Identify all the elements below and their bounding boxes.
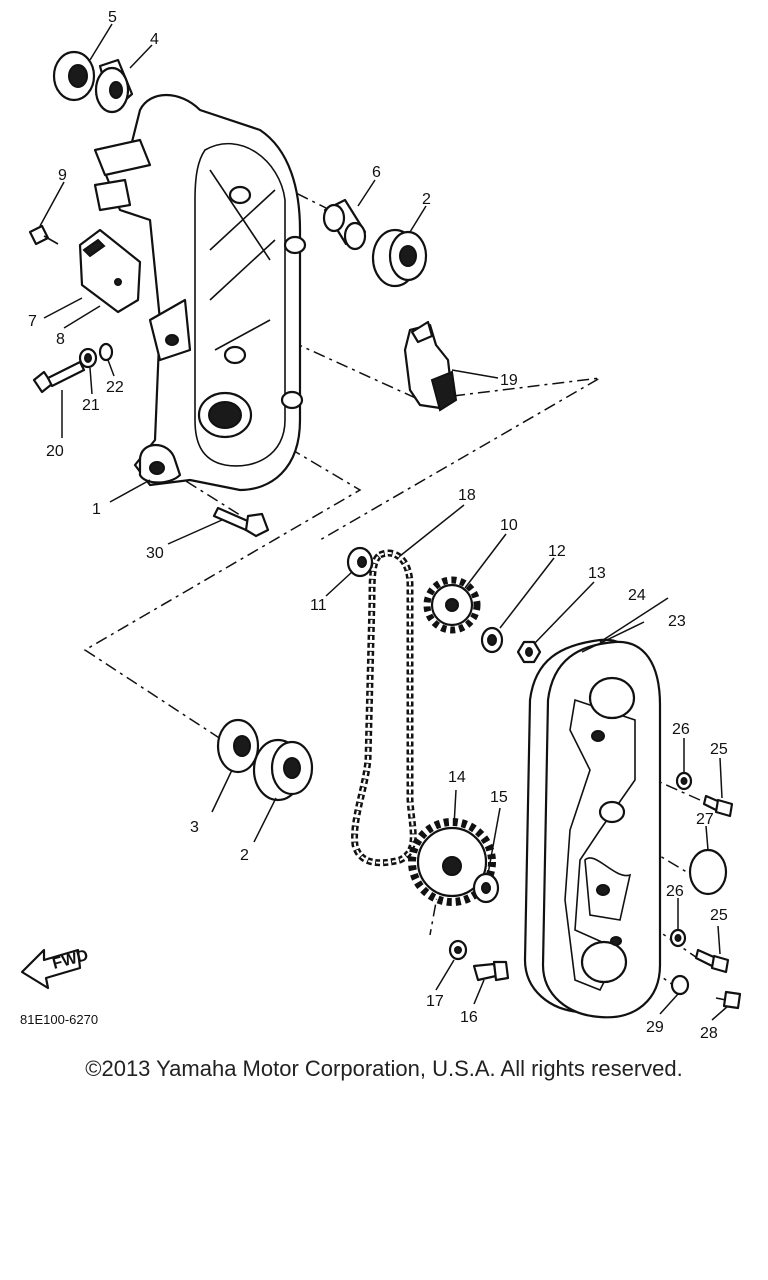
callout-30: 30 <box>146 545 164 562</box>
callout-1: 1 <box>92 501 101 518</box>
callout-22: 22 <box>106 379 124 396</box>
part-25-bolt-a <box>702 794 734 818</box>
part-2-bearing-top <box>371 228 428 288</box>
part-12-washer <box>480 626 504 654</box>
callout-numbers: 5 4 6 2 9 7 8 19 20 21 22 1 30 18 10 11 … <box>28 9 728 1042</box>
part-26-washer-b <box>669 928 687 948</box>
callout-27: 27 <box>696 811 714 828</box>
part-16-bolt <box>472 960 510 982</box>
callout-5: 5 <box>108 9 117 26</box>
part-4-bearing <box>94 58 134 114</box>
callout-11: 11 <box>310 597 327 614</box>
part-28-bolt <box>715 990 742 1010</box>
callout-24: 24 <box>628 587 646 604</box>
part-26-washer-a <box>675 771 693 791</box>
callout-21: 21 <box>82 397 100 414</box>
part-9-screw <box>28 224 59 246</box>
callout-25-b: 25 <box>710 907 728 924</box>
part-3-oil-seal <box>216 718 260 774</box>
callout-13: 13 <box>588 565 606 582</box>
callout-26-b: 26 <box>666 883 684 900</box>
part-13-nut <box>516 640 542 664</box>
callout-29: 29 <box>646 1019 664 1036</box>
callout-26-a: 26 <box>672 721 690 738</box>
part-19-tensioner <box>403 320 458 412</box>
part-7-8-brake-pad <box>78 228 142 314</box>
callout-9: 9 <box>58 167 67 184</box>
callout-14: 14 <box>448 769 466 786</box>
callout-25-a: 25 <box>710 741 728 758</box>
part-21-lock-washer <box>78 347 98 369</box>
part-18-drive-chain <box>351 549 417 867</box>
callout-16: 16 <box>460 1009 478 1026</box>
part-25-bolt-b <box>694 948 730 974</box>
part-23-chain-case-cover <box>541 640 662 1019</box>
part-30-bolt <box>212 506 270 538</box>
callout-7: 7 <box>28 313 37 330</box>
copyright-notice: ©2013 Yamaha Motor Corporation, U.S.A. A… <box>85 1056 683 1081</box>
callout-17: 17 <box>426 993 444 1010</box>
callout-19: 19 <box>500 372 518 389</box>
callout-12: 12 <box>548 543 566 560</box>
callout-8: 8 <box>56 331 65 348</box>
callout-10: 10 <box>500 517 518 534</box>
part-27-plug <box>688 848 728 896</box>
callout-3: 3 <box>190 819 199 836</box>
callout-2-bottom: 2 <box>240 847 249 864</box>
fwd-arrow-icon: FWD <box>20 947 90 990</box>
part-29-washer <box>670 974 690 996</box>
part-17-nut <box>448 939 468 961</box>
callout-2-top: 2 <box>422 191 431 208</box>
part-2-bearing-bottom <box>252 738 314 802</box>
callout-23: 23 <box>668 613 686 630</box>
part-20-bolt <box>32 360 86 394</box>
part-14-driven-sprocket <box>408 818 496 906</box>
part-1-chain-case <box>93 94 307 492</box>
part-22-washer <box>98 342 114 362</box>
callout-6: 6 <box>372 164 381 181</box>
drawing-code: 81E100-6270 <box>20 1012 98 1027</box>
leader-lines <box>39 23 729 1021</box>
callout-15: 15 <box>490 789 508 806</box>
part-6-spacer <box>322 198 367 251</box>
callout-20: 20 <box>46 443 64 460</box>
part-15-washer <box>472 872 500 904</box>
callout-18: 18 <box>458 487 476 504</box>
part-10-drive-sprocket <box>423 576 481 634</box>
callout-28: 28 <box>700 1025 718 1042</box>
part-5-oil-seal <box>52 50 96 102</box>
callout-4: 4 <box>150 31 159 48</box>
